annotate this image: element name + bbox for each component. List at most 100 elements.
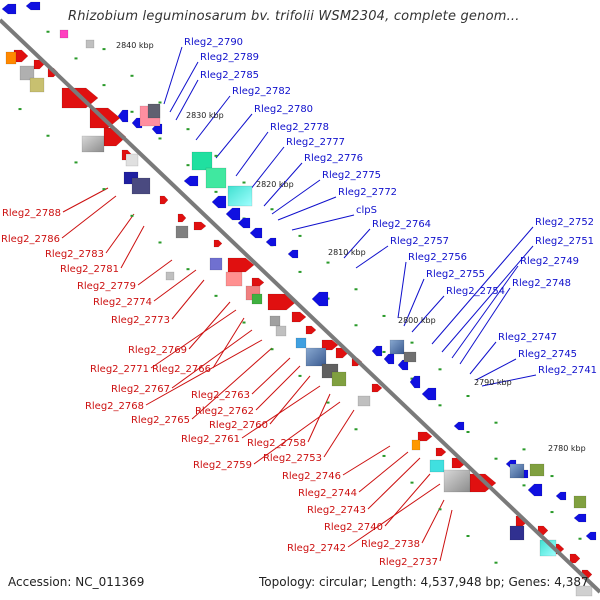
gene-label-upper[interactable]: Rleg2_2745 — [518, 349, 577, 360]
gene-label-upper[interactable]: Rleg2_2747 — [498, 332, 557, 343]
gene-label-upper[interactable]: Rleg2_2780 — [254, 104, 313, 115]
gene-label-lower[interactable]: Rleg2_2737 — [379, 557, 438, 568]
scale-tick-dot — [18, 108, 22, 111]
feature-box — [389, 339, 405, 355]
gene-label-upper[interactable]: Rleg2_2752 — [535, 217, 594, 228]
gene-label-upper[interactable]: Rleg2_2741 — [538, 365, 597, 376]
gene-label-lower[interactable]: Rleg2_2774 — [93, 297, 152, 308]
gene-label-lower[interactable]: Rleg2_2765 — [131, 415, 190, 426]
gene-label-lower[interactable]: Rleg2_2783 — [45, 249, 104, 260]
gene-label-lower[interactable]: Rleg2_2769 — [128, 345, 187, 356]
leader-line-lower — [188, 301, 231, 350]
feature-box — [251, 293, 263, 305]
gene-label-upper[interactable]: Rleg2_2764 — [372, 219, 431, 230]
leader-line-lower — [62, 187, 109, 213]
reverse-gene-arrow — [453, 421, 465, 431]
scale-tick-dot — [298, 374, 302, 377]
scale-tick-dot — [242, 181, 246, 184]
scale-tick-dot — [186, 164, 190, 167]
gene-label-lower[interactable]: Rleg2_2762 — [195, 406, 254, 417]
gene-label-upper[interactable]: Rleg2_2749 — [520, 256, 579, 267]
gene-label-lower[interactable]: Rleg2_2760 — [209, 420, 268, 431]
leader-line-upper — [475, 358, 517, 381]
gene-label-upper[interactable]: Rleg2_2789 — [200, 52, 259, 63]
scale-tick-dot — [494, 421, 498, 424]
gene-label-lower[interactable]: Rleg2_2771 — [90, 364, 149, 375]
gene-label-lower[interactable]: Rleg2_2759 — [193, 460, 252, 471]
scale-tick-dot — [214, 294, 218, 297]
gene-label-lower[interactable]: Rleg2_2758 — [247, 438, 306, 449]
gene-label-lower[interactable]: Rleg2_2773 — [111, 315, 170, 326]
gene-label-upper[interactable]: Rleg2_2755 — [426, 269, 485, 280]
gene-label-lower[interactable]: Rleg2_2738 — [361, 539, 420, 550]
gene-label-upper[interactable]: Rleg2_2751 — [535, 236, 594, 247]
leader-line-lower — [120, 225, 145, 269]
leader-line-lower — [153, 269, 197, 302]
feature-box — [209, 257, 223, 271]
gene-label-upper[interactable]: clpS — [356, 205, 377, 216]
gene-label-lower[interactable]: Rleg2_2740 — [324, 522, 383, 533]
leader-line-upper — [263, 162, 303, 207]
scale-tick-dot — [382, 350, 386, 353]
feature-box — [275, 325, 287, 337]
gene-label-lower[interactable]: Rleg2_2779 — [77, 281, 136, 292]
scale-tick-dot — [130, 74, 134, 77]
leader-line-lower — [212, 317, 245, 369]
forward-gene-arrow — [417, 431, 433, 442]
gene-label-upper[interactable]: Rleg2_2748 — [512, 278, 571, 289]
gene-label-upper[interactable]: Rleg2_2782 — [232, 86, 291, 97]
scale-tick-dot — [270, 348, 274, 351]
gene-label-upper[interactable]: Rleg2_2790 — [184, 37, 243, 48]
reverse-gene-arrow — [183, 175, 199, 187]
leader-line-upper — [291, 214, 355, 231]
gene-label-lower[interactable]: Rleg2_2767 — [111, 384, 170, 395]
gene-label-lower[interactable]: Rleg2_2768 — [85, 401, 144, 412]
gene-label-lower[interactable]: Rleg2_2744 — [298, 488, 357, 499]
gene-label-upper[interactable]: Rleg2_2785 — [200, 70, 259, 81]
feature-box — [295, 337, 307, 349]
leader-line-lower — [421, 499, 445, 544]
feature-box — [429, 459, 445, 473]
gene-label-lower[interactable]: Rleg2_2786 — [1, 234, 60, 245]
gene-label-lower[interactable]: Rleg2_2763 — [191, 390, 250, 401]
reverse-gene-arrow — [527, 483, 543, 497]
scale-tick-dot — [466, 395, 470, 398]
gene-label-upper[interactable]: Rleg2_2757 — [390, 236, 449, 247]
gene-label-upper[interactable]: Rleg2_2754 — [446, 286, 505, 297]
reverse-gene-arrow — [237, 217, 251, 229]
leader-line-lower — [347, 483, 441, 548]
gene-label-upper[interactable]: Rleg2_2777 — [286, 137, 345, 148]
leader-line-lower — [255, 365, 301, 411]
gene-label-upper[interactable]: Rleg2_2772 — [338, 187, 397, 198]
gene-label-lower[interactable]: Rleg2_2743 — [307, 505, 366, 516]
feature-box — [411, 439, 421, 451]
gene-label-lower[interactable]: Rleg2_2781 — [60, 264, 119, 275]
kbp-tick-label: 2820 kbp — [256, 180, 294, 189]
gene-label-lower[interactable]: Rleg2_2766 — [152, 364, 211, 375]
forward-gene-arrow — [177, 213, 187, 223]
feature-box — [269, 315, 281, 327]
scale-tick-dot — [326, 401, 330, 404]
gene-label-lower[interactable]: Rleg2_2753 — [263, 453, 322, 464]
gene-label-upper[interactable]: Rleg2_2775 — [322, 170, 381, 181]
feature-box — [357, 395, 371, 407]
scale-tick-dot — [102, 84, 106, 87]
gene-label-upper[interactable]: Rleg2_2778 — [270, 122, 329, 133]
gene-label-lower[interactable]: Rleg2_2761 — [181, 434, 240, 445]
reverse-gene-arrow — [397, 359, 409, 371]
feature-box — [573, 495, 587, 509]
reverse-gene-arrow — [287, 249, 299, 259]
scale-tick-dot — [382, 454, 386, 457]
reverse-gene-arrow — [249, 227, 263, 239]
feature-box — [443, 469, 471, 493]
gene-label-lower[interactable]: Rleg2_2742 — [287, 543, 346, 554]
gene-label-upper[interactable]: Rleg2_2776 — [304, 153, 363, 164]
gene-label-upper[interactable]: Rleg2_2756 — [408, 252, 467, 263]
leader-line-upper — [277, 196, 337, 221]
gene-label-lower[interactable]: Rleg2_2788 — [2, 208, 61, 219]
scale-tick-dot — [438, 368, 442, 371]
scale-tick-dot — [242, 321, 246, 324]
gene-label-lower[interactable]: Rleg2_2746 — [282, 471, 341, 482]
leader-line-lower — [323, 409, 355, 458]
